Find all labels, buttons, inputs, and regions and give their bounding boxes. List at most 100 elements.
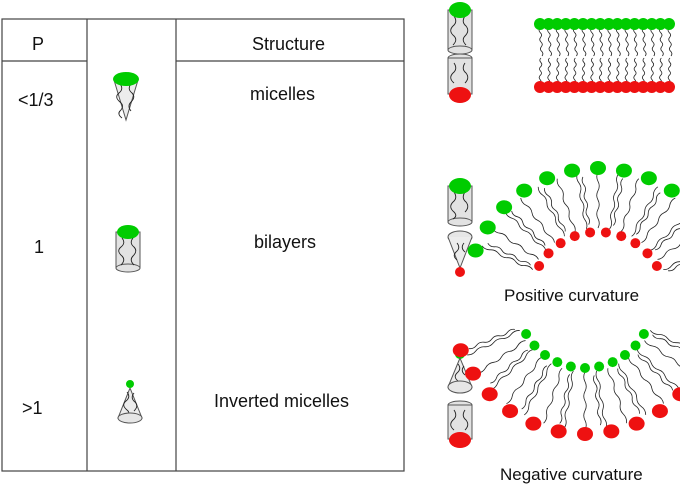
lipid-tail bbox=[590, 57, 594, 85]
green-headgroup bbox=[565, 361, 576, 372]
green-headgroup bbox=[552, 357, 563, 368]
flat-bilayer bbox=[534, 18, 675, 93]
green-headgroup bbox=[585, 18, 598, 30]
lipid-tail bbox=[649, 330, 680, 344]
lipid-tail bbox=[617, 368, 640, 414]
green-headgroup bbox=[611, 18, 624, 30]
red-headgroup bbox=[534, 81, 546, 93]
lipid-tail bbox=[481, 245, 534, 270]
lipid-tail bbox=[612, 178, 624, 226]
lipid-tail bbox=[576, 173, 588, 230]
red-headgroup bbox=[663, 81, 675, 93]
lipid-tail bbox=[487, 242, 531, 266]
lipid-tail bbox=[659, 57, 663, 85]
row-3-p: >1 bbox=[22, 398, 43, 418]
green-headgroup bbox=[559, 18, 572, 30]
green-headgroup bbox=[663, 183, 680, 198]
positive-curvature-caption: Positive curvature bbox=[504, 286, 640, 305]
red-headgroup bbox=[651, 404, 668, 419]
green-headgroup bbox=[615, 163, 632, 178]
green-headgroup bbox=[516, 183, 533, 198]
lipid-tail bbox=[537, 186, 565, 237]
red-headgroup bbox=[603, 424, 620, 439]
lipid-tail bbox=[644, 340, 680, 367]
lipid-tail bbox=[607, 57, 612, 85]
cylinder-cone-pair-icon bbox=[447, 178, 473, 277]
lipid-tail bbox=[667, 57, 672, 85]
lipid-tail bbox=[609, 173, 619, 230]
red-headgroup bbox=[577, 427, 593, 441]
header-p: P bbox=[32, 34, 45, 54]
green-headgroup bbox=[551, 18, 564, 30]
cylinder-icon bbox=[115, 225, 141, 273]
green-headgroup bbox=[619, 350, 630, 361]
red-headgroup bbox=[600, 227, 611, 238]
lipid-tail bbox=[504, 211, 547, 251]
lipid-tail bbox=[598, 57, 603, 85]
green-headgroup bbox=[467, 243, 484, 258]
lipid-tail bbox=[593, 375, 602, 426]
negative-curvature-caption: Negative curvature bbox=[500, 465, 643, 484]
lipid-tail bbox=[650, 27, 656, 57]
red-headgroup bbox=[481, 387, 498, 402]
red-headgroup bbox=[651, 261, 662, 271]
green-headgroup bbox=[542, 18, 555, 30]
lipid-tail bbox=[556, 178, 576, 232]
lipid-tail bbox=[641, 197, 676, 243]
lipid-tail bbox=[583, 371, 587, 431]
lipid-tail bbox=[641, 27, 647, 57]
lipid-tail bbox=[607, 27, 613, 57]
green-headgroup bbox=[496, 200, 513, 215]
table-grid bbox=[1, 18, 405, 472]
lipid-tail bbox=[650, 222, 680, 251]
lipid-tail bbox=[564, 27, 570, 57]
lipid-tail bbox=[524, 363, 552, 416]
green-headgroup bbox=[539, 171, 556, 186]
lipid-tail bbox=[595, 370, 607, 429]
green-headgroup bbox=[663, 18, 675, 30]
red-headgroup bbox=[502, 404, 519, 419]
red-headgroup bbox=[585, 227, 596, 238]
green-headgroup bbox=[645, 18, 658, 30]
lipid-tail bbox=[657, 243, 680, 260]
lipid-tail bbox=[581, 57, 586, 85]
lipid-tail bbox=[543, 367, 563, 424]
green-headgroup bbox=[620, 18, 632, 30]
lipid-tail bbox=[590, 27, 595, 57]
lipid-tail bbox=[633, 27, 638, 57]
red-headgroup bbox=[620, 81, 632, 93]
lipid-tail bbox=[520, 197, 555, 243]
green-headgroup bbox=[564, 163, 581, 178]
red-headgroup bbox=[551, 81, 564, 93]
lipid-tail bbox=[636, 349, 680, 390]
green-headgroup bbox=[534, 18, 546, 30]
cylinder-pair-icon bbox=[447, 2, 473, 103]
red-headgroup bbox=[594, 81, 607, 93]
lipid-tail bbox=[563, 370, 574, 429]
lipid-tail bbox=[477, 340, 526, 374]
lipid-tail bbox=[650, 57, 655, 85]
lipid-tail bbox=[624, 57, 629, 85]
green-headgroup bbox=[479, 220, 496, 235]
lipid-tail bbox=[467, 330, 520, 356]
red-headgroup bbox=[616, 231, 627, 242]
green-headgroup bbox=[607, 357, 618, 368]
lipid-tail bbox=[538, 27, 544, 57]
green-headgroup bbox=[654, 18, 667, 30]
lipid-tail bbox=[490, 349, 533, 390]
lipid-tail bbox=[511, 210, 546, 246]
lipid-tail bbox=[581, 27, 587, 57]
lipid-tail bbox=[490, 349, 528, 384]
lipid-tail bbox=[547, 57, 551, 85]
inverted-cone-icon bbox=[117, 380, 143, 424]
lipid-tail bbox=[616, 27, 621, 57]
green-headgroup bbox=[568, 18, 581, 30]
red-headgroup bbox=[585, 81, 598, 93]
lipid-tail bbox=[667, 27, 673, 57]
red-headgroup bbox=[630, 238, 641, 249]
row-2-structure: bilayers bbox=[254, 232, 317, 252]
lipid-tail bbox=[620, 178, 640, 232]
lipid-tail bbox=[641, 57, 646, 85]
lipid-tail bbox=[652, 334, 680, 349]
